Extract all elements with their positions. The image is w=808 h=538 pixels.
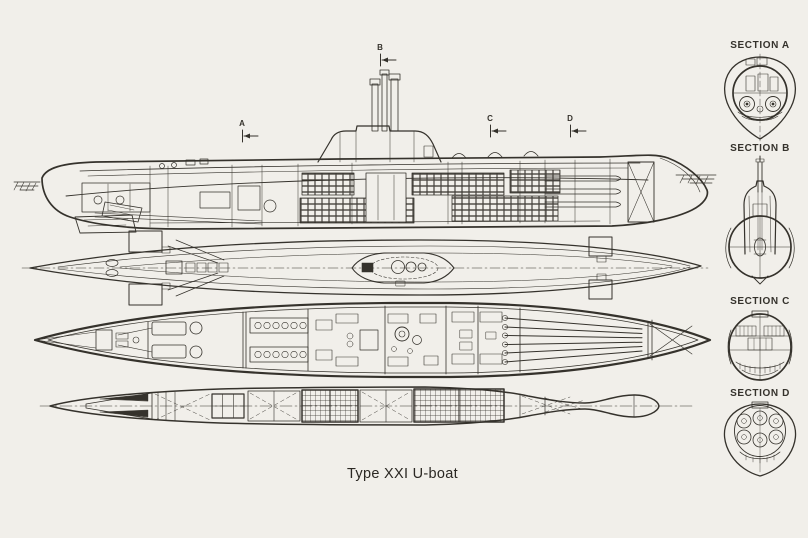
cross-section-a-drawing xyxy=(723,53,797,143)
section-d-label: SECTION D xyxy=(730,388,790,399)
interior-plan-view xyxy=(33,301,712,379)
section-c-label: SECTION C xyxy=(730,296,790,307)
cross-section-b-drawing xyxy=(725,155,795,285)
drawing-title: Type XXI U-boat xyxy=(347,466,458,482)
cross-section-d-drawing xyxy=(723,401,797,477)
side-elevation-view xyxy=(13,69,717,234)
deck-plan-view xyxy=(21,230,709,306)
section-cut-letter-b: B xyxy=(377,43,383,52)
cross-section-c-drawing xyxy=(727,310,793,381)
section-b-label: SECTION B xyxy=(730,143,790,154)
lower-hull-plan-view xyxy=(39,386,695,426)
section-cut-letter-c: C xyxy=(487,114,493,123)
section-a-label: SECTION A xyxy=(730,40,790,51)
section-cut-letter-d: D xyxy=(567,114,573,123)
section-cut-letter-a: A xyxy=(239,119,245,128)
section-cut-ticks xyxy=(242,53,587,143)
